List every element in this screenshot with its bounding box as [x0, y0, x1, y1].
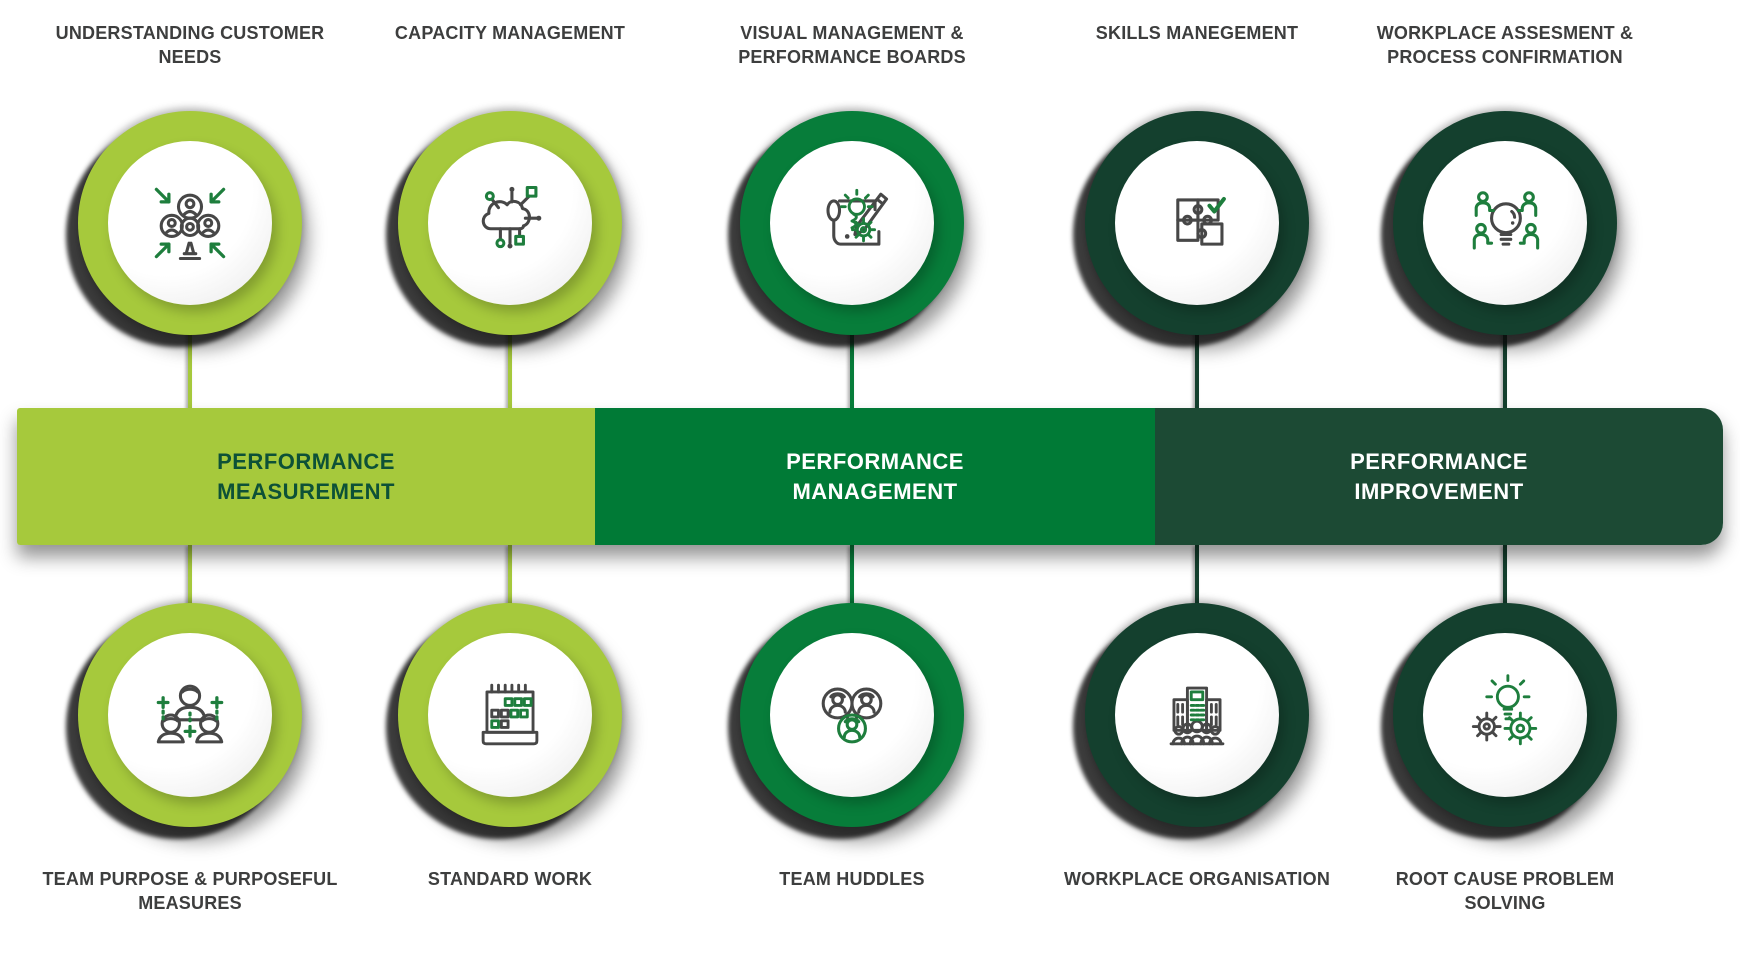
inner-circle [1115, 633, 1279, 797]
inner-circle [428, 141, 592, 305]
inner-circle [770, 633, 934, 797]
connector-bottom-1 [188, 543, 192, 607]
inner-circle [770, 141, 934, 305]
node-workplace-organisation [1085, 603, 1309, 827]
bar-segment-label: PERFORMANCE MANAGEMENT [786, 448, 964, 504]
connector-top-4 [1195, 325, 1199, 410]
connector-bottom-2 [508, 543, 512, 607]
bar-segment-label: PERFORMANCE MEASUREMENT [217, 448, 395, 504]
label-workplace-organisation: WORKPLACE ORGANISATION [1063, 869, 1331, 889]
connector-top-3 [850, 325, 854, 410]
connector-top-5 [1503, 325, 1507, 410]
node-team-purpose [78, 603, 302, 827]
node-standard-work [398, 603, 622, 827]
workplace-organisation-icon [1169, 686, 1225, 746]
node-workplace-assessment [1393, 111, 1617, 335]
team-huddles-icon [821, 687, 883, 744]
connector-top-2 [508, 325, 512, 410]
root-cause-icon [1471, 674, 1538, 746]
label-skills-management: SKILLS MANEGEMENT [1095, 23, 1299, 43]
connector-bottom-5 [1503, 543, 1507, 607]
node-understanding-customer-needs [78, 111, 302, 335]
bar-segment-performance-management: PERFORMANCE MANAGEMENT [595, 408, 1155, 545]
inner-circle [1423, 141, 1587, 305]
standard-work-calendar-icon [481, 683, 539, 746]
label-root-cause: ROOT CAUSE PROBLEM SOLVING [1395, 869, 1615, 913]
inner-circle [108, 633, 272, 797]
node-root-cause [1393, 603, 1617, 827]
capacity-network-icon [481, 185, 542, 249]
inner-circle [108, 141, 272, 305]
node-skills-management [1085, 111, 1309, 335]
label-capacity-management: CAPACITY MANAGEMENT [394, 23, 626, 43]
label-team-purpose: TEAM PURPOSE & PURPOSEFUL MEASURES [42, 869, 338, 913]
bar-segment-performance-measurement: PERFORMANCE MEASUREMENT [17, 408, 595, 545]
customer-focus-icon [154, 187, 226, 261]
bar-segment-label: PERFORMANCE IMPROVEMENT [1350, 448, 1528, 504]
label-team-huddles: TEAM HUDDLES [779, 869, 925, 889]
inner-circle [428, 633, 592, 797]
workplace-assessment-icon [1472, 191, 1540, 250]
inner-circle [1115, 141, 1279, 305]
inner-circle [1423, 633, 1587, 797]
node-visual-management-boards [740, 111, 964, 335]
connector-bottom-4 [1195, 543, 1199, 607]
label-understanding-customer-needs: UNDERSTANDING CUSTOMER NEEDS [55, 23, 325, 67]
team-purpose-icon [156, 684, 224, 744]
process-bar: PERFORMANCE MEASUREMENT PERFORMANCE MANA… [17, 408, 1723, 545]
node-team-huddles [740, 603, 964, 827]
bar-segment-performance-improvement: PERFORMANCE IMPROVEMENT [1155, 408, 1723, 545]
label-standard-work: STANDARD WORK [427, 869, 593, 889]
skills-puzzle-icon [1176, 196, 1226, 246]
label-workplace-assessment: WORKPLACE ASSESMENT & PROCESS CONFIRMATI… [1376, 23, 1634, 67]
connector-top-1 [188, 325, 192, 410]
node-capacity-management [398, 111, 622, 335]
label-visual-management-boards: VISUAL MANAGEMENT & PERFORMANCE BOARDS [738, 23, 966, 67]
connector-bottom-3 [850, 543, 854, 607]
performance-board-icon [826, 188, 889, 246]
